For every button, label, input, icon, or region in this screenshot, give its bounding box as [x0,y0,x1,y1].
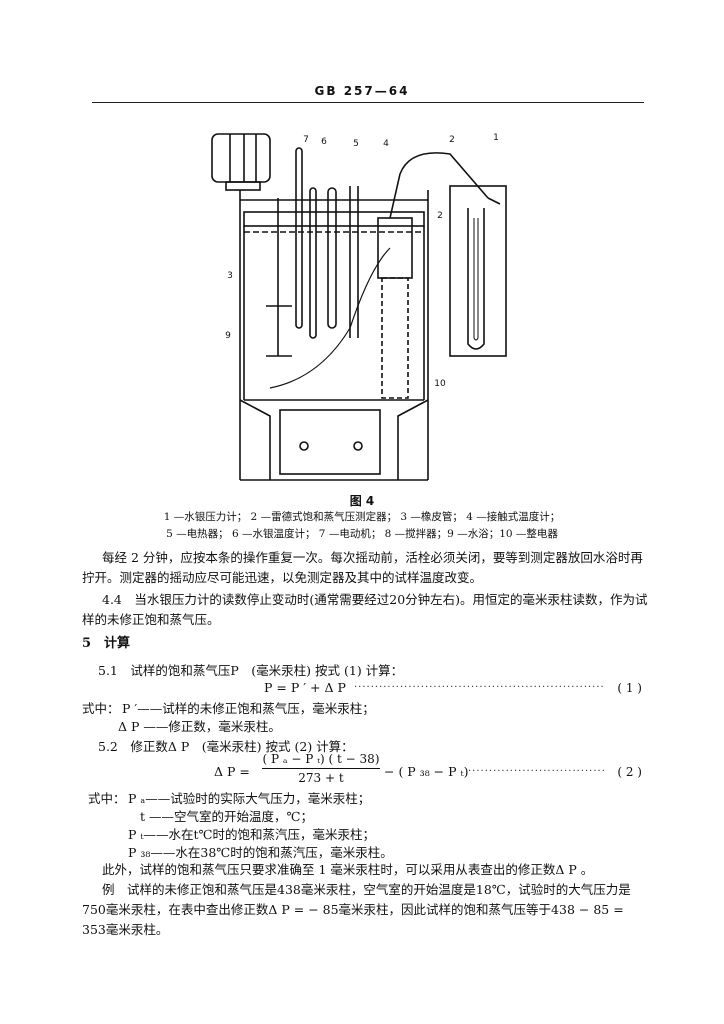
equation-2-denominator: 273 + t [298,771,344,785]
svg-text:2: 2 [449,135,455,145]
equation-1: P = P ′ + Δ P [264,680,346,695]
note-paragraph: 此外，试样的饱和蒸气压只要求准确至 1 毫米汞柱时，可以采用从表查出的修正数Δ … [102,862,594,877]
svg-text:10: 10 [434,379,446,389]
def-p38: P ₃₈——水在38℃时的饱和蒸汽压，毫米汞柱。 [128,845,393,860]
def-p-prime: P ′——试样的未修正饱和蒸气压，毫米汞柱； [122,701,375,716]
svg-text:7: 7 [303,135,309,145]
leader-dots-2: ······································ [468,766,604,777]
motor-icon [211,133,271,183]
apparatus-figure: 1 2 2 3 4 5 6 7 9 10 [211,133,507,481]
svg-text:6: 6 [321,137,327,147]
svg-text:5: 5 [353,139,359,149]
page-header: GB 257—64 [314,84,410,98]
where-label-1: 式中： [82,701,120,716]
relay-box [279,409,381,475]
clause-5-1: 5.1 试样的饱和蒸气压P (毫米汞柱) 按式 (1) 计算： [98,663,404,678]
equation-2-lhs: Δ P = [214,764,250,779]
def-pt: P ₜ——水在t℃时的饱和蒸汽压，毫米汞柱； [128,827,375,842]
leader-dots-1: ········································… [354,682,604,693]
mercury-manometer [449,185,507,357]
figure-legend-line2: 5 —电热器； 6 —水银温度计； 7 —电动机； 8 —搅拌器；9 —水浴；1… [166,528,558,540]
def-delta-p: Δ P ——修正数，毫米汞柱。 [118,719,281,734]
clause-5-2: 5.2 修正数Δ P (毫米汞柱) 按式 (2) 计算： [98,739,354,754]
paragraph-continuation: 每经 2 分钟，应按本条的操作重复一次。每次摇动前，活栓必须关闭，要等到测定器放… [82,550,643,585]
equation-2-tail: − ( P ₃₈ − P ₜ) [384,764,469,779]
equation-2-number: ( 2 ) [617,765,642,779]
svg-text:3: 3 [227,271,233,281]
clause-4-4: 4.4 当水银压力计的读数停止变动时(通常需要经过20分钟左右)。用恒定的毫米汞… [82,592,648,627]
water-bath-outline [239,190,429,480]
svg-text:2: 2 [437,211,443,221]
svg-text:9: 9 [225,331,231,341]
equation-1-number: ( 1 ) [617,681,642,695]
equation-2-numerator: ( P ₐ − P ₜ) ( t − 38) [262,752,380,766]
equation-2-fraction: ( P ₐ − P ₜ) ( t − 38) 273 + t [262,752,380,785]
def-pa: P ₐ——试验时的实际大气压力，毫米汞柱； [128,791,371,806]
svg-text:4: 4 [383,139,389,149]
svg-text:1: 1 [493,133,499,143]
example-paragraph: 例 试样的未修正饱和蒸气压是438毫米汞柱，空气室的开始温度是18℃，试验时的大… [82,882,631,937]
def-t: t ——空气室的开始温度，℃； [140,809,313,824]
vapor-pressure-vessel [377,217,413,279]
header-rule [92,102,644,103]
section-heading-5: 5 计算 [82,636,131,651]
figure-caption: 图 4 [349,494,375,508]
figure-legend-line1: 1 —水银压力计； 2 —雷德式饱和蒸气压测定器； 3 —橡皮管； 4 —接触式… [163,511,561,523]
where-label-2: 式中： [88,791,126,806]
